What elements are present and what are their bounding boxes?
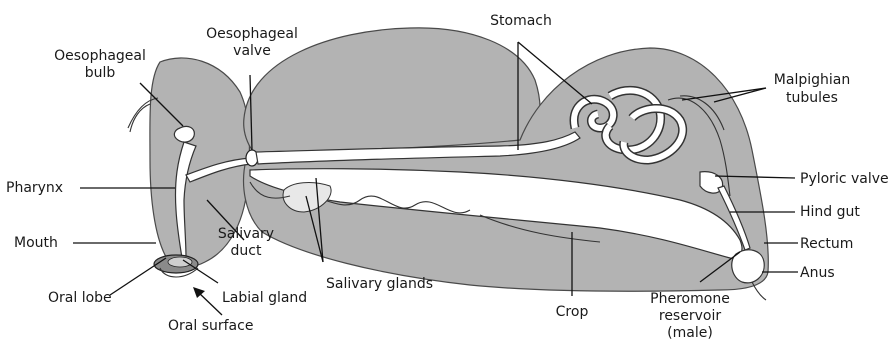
label-oral-surface: Oral surface: [168, 318, 253, 334]
label-anus: Anus: [800, 265, 835, 281]
svg-text:tubules: tubules: [786, 90, 838, 106]
rectum-shape: [732, 250, 766, 300]
label-rectum: Rectum: [800, 236, 853, 252]
label-mouth: Mouth: [14, 235, 58, 251]
svg-text:reservoir: reservoir: [659, 308, 721, 324]
label-oral-lobe: Oral lobe: [48, 290, 112, 306]
label-stomach: Stomach: [490, 13, 552, 29]
label-pheromone-reservoir: Pheromone reservoir (male): [650, 291, 730, 341]
svg-text:Malpighian: Malpighian: [774, 72, 850, 88]
label-hind-gut: Hind gut: [800, 204, 860, 220]
label-pharynx: Pharynx: [6, 180, 63, 196]
label-labial-gland: Labial gland: [222, 290, 307, 306]
label-crop: Crop: [556, 304, 589, 320]
label-oesophageal-valve: Oesophageal valve: [206, 26, 298, 59]
svg-text:Salivary: Salivary: [218, 226, 274, 242]
svg-text:bulb: bulb: [85, 65, 116, 81]
label-oesophageal-bulb: Oesophageal bulb: [54, 48, 146, 81]
svg-text:Oesophageal: Oesophageal: [206, 26, 298, 42]
oral-surface-arrow: [193, 287, 222, 315]
label-malpighian-tubules: Malpighian tubules: [774, 72, 850, 106]
svg-text:(male): (male): [667, 325, 713, 341]
svg-text:valve: valve: [233, 43, 271, 59]
thorax-region: [244, 28, 540, 160]
label-salivary-glands: Salivary glands: [326, 276, 433, 292]
svg-text:duct: duct: [231, 243, 262, 259]
svg-text:Pheromone: Pheromone: [650, 291, 730, 307]
label-pyloric-valve: Pyloric valve: [800, 171, 889, 187]
svg-text:Oesophageal: Oesophageal: [54, 48, 146, 64]
